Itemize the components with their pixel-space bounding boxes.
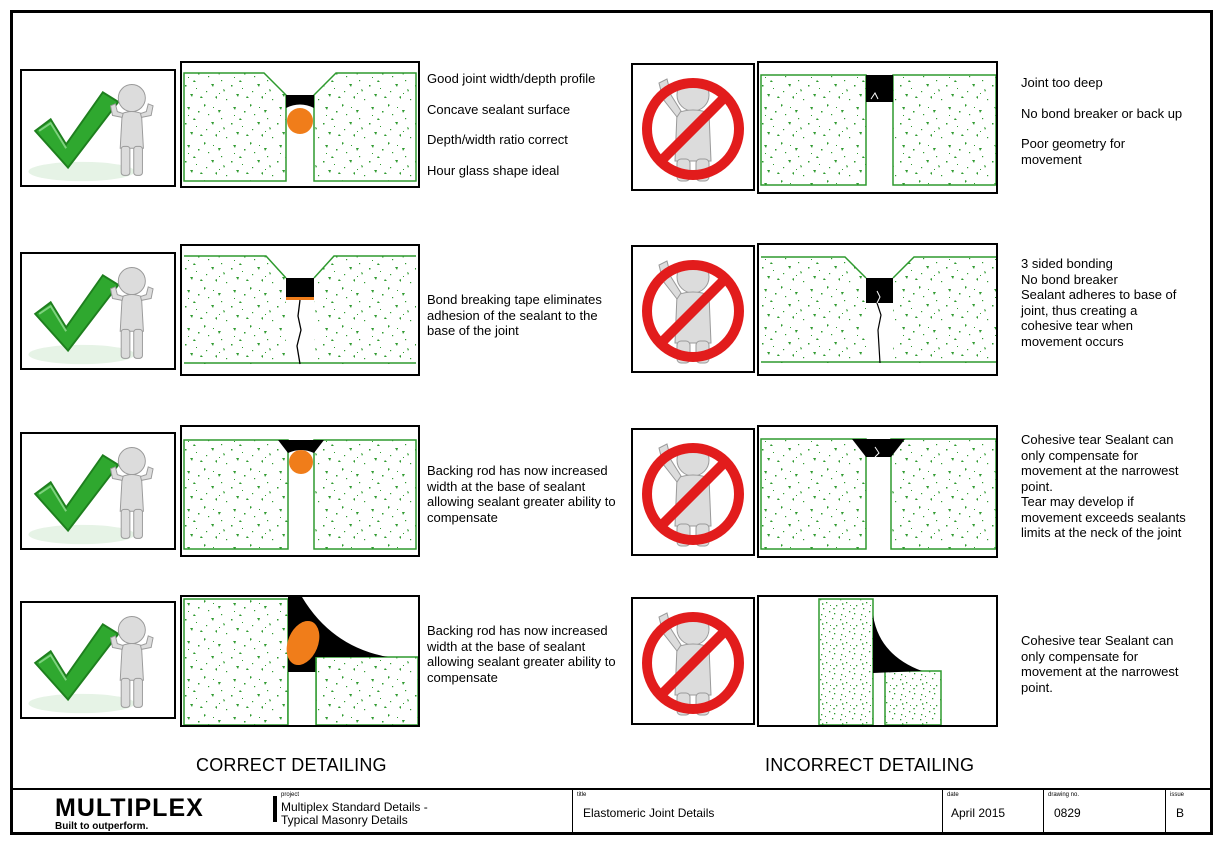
correct-joint-detail-2 bbox=[180, 244, 420, 376]
note-text: Sealant adheres to base of joint, thus c… bbox=[1021, 287, 1177, 349]
correct-notes-3: Backing rod has now increased width at t… bbox=[427, 463, 617, 525]
incorrect-icon-2 bbox=[631, 245, 755, 373]
correct-detailing-heading: CORRECT DETAILING bbox=[196, 755, 387, 775]
title-block: MULTIPLEX Built to outperform. project M… bbox=[10, 788, 1213, 835]
correct-icon-3 bbox=[20, 432, 176, 550]
note-text: No bond breaker bbox=[1021, 271, 1118, 287]
note-text: Poor geometry for movement bbox=[1021, 136, 1126, 167]
issue-value: B bbox=[1176, 806, 1185, 820]
note-text: Joint too deep bbox=[1021, 75, 1103, 90]
check-mark-person-thumbs-up-icon bbox=[27, 83, 155, 183]
drawing-number-cell: drawing no. 0829 bbox=[1043, 790, 1165, 835]
incorrect-joint-detail-1 bbox=[757, 61, 998, 194]
note-text: Good joint width/depth profile bbox=[427, 71, 596, 86]
correct-icon-2 bbox=[20, 252, 176, 370]
note-text: Hour glass shape ideal bbox=[427, 162, 560, 178]
note-text: Concave sealant surface bbox=[427, 101, 571, 117]
project-label: project bbox=[281, 792, 300, 798]
logo-tagline: Built to outperform. bbox=[55, 821, 149, 832]
check-mark-person-thumbs-up-icon bbox=[27, 266, 155, 366]
note-text: Backing rod has now increased width at t… bbox=[427, 623, 616, 685]
note-text: Backing rod has now increased width at t… bbox=[427, 463, 616, 525]
correct-joint-detail-4 bbox=[180, 595, 420, 727]
date-label: date bbox=[947, 792, 959, 798]
title-cell: title Elastomeric Joint Details bbox=[572, 790, 952, 835]
incorrect-icon-1 bbox=[631, 63, 755, 191]
correct-notes-2: Bond breaking tape eliminates adhesion o… bbox=[427, 292, 617, 339]
date-value: April 2015 bbox=[951, 806, 1006, 820]
incorrect-joint-detail-4 bbox=[757, 595, 998, 727]
joint-section-drawing bbox=[761, 256, 996, 364]
logo-divider bbox=[273, 796, 277, 822]
drawing-sheet bbox=[10, 10, 1213, 835]
incorrect-icon-3 bbox=[631, 428, 755, 556]
joint-section-drawing bbox=[183, 72, 417, 182]
drawing-number-value: 0829 bbox=[1054, 806, 1081, 820]
incorrect-joint-detail-3 bbox=[757, 425, 998, 558]
incorrect-detailing-heading: INCORRECT DETAILING bbox=[765, 755, 975, 775]
date-cell: date April 2015 bbox=[942, 790, 1043, 835]
project-line: Typical Masonry Details bbox=[281, 813, 408, 827]
check-mark-person-thumbs-up-icon bbox=[27, 615, 155, 715]
drawing-number-label: drawing no. bbox=[1048, 792, 1080, 798]
incorrect-notes-4: Cohesive tear Sealant can only compensat… bbox=[1021, 633, 1186, 695]
project-cell: project Multiplex Standard Details - Typ… bbox=[277, 790, 572, 835]
note-text: 3 sided bonding bbox=[1021, 256, 1113, 271]
prohibition-sign-person-icon bbox=[633, 247, 753, 371]
incorrect-notes-2: 3 sided bonding No bond breaker Sealant … bbox=[1021, 256, 1186, 349]
joint-section-drawing bbox=[184, 255, 416, 365]
prohibition-sign-person-icon bbox=[633, 430, 753, 554]
joint-section-drawing bbox=[760, 438, 996, 550]
joint-section-drawing bbox=[183, 439, 417, 550]
note-text: Cohesive tear Sealant can only compensat… bbox=[1021, 432, 1179, 494]
title-value: Elastomeric Joint Details bbox=[583, 806, 715, 820]
joint-section-drawing bbox=[818, 598, 942, 725]
title-label: title bbox=[577, 792, 587, 798]
incorrect-joint-detail-2 bbox=[757, 243, 998, 376]
project-line: Multiplex Standard Details - bbox=[281, 800, 428, 814]
joint-section-drawing bbox=[760, 74, 996, 186]
incorrect-notes-3: Cohesive tear Sealant can only compensat… bbox=[1021, 432, 1186, 541]
check-mark-person-thumbs-up-icon bbox=[27, 446, 155, 546]
correct-icon-4 bbox=[20, 601, 176, 719]
issue-label: issue bbox=[1170, 792, 1185, 798]
note-text: Tear may develop if movement exceeds sea… bbox=[1021, 494, 1186, 540]
note-text: Bond breaking tape eliminates adhesion o… bbox=[427, 292, 602, 338]
prohibition-sign-person-icon bbox=[633, 599, 753, 723]
joint-section-drawing bbox=[183, 597, 418, 725]
correct-notes-4: Backing rod has now increased width at t… bbox=[427, 623, 617, 685]
note-text: Depth/width ratio correct bbox=[427, 132, 568, 147]
note-text: Cohesive tear Sealant can only compensat… bbox=[1021, 633, 1179, 695]
project-value: Multiplex Standard Details - Typical Mas… bbox=[281, 801, 428, 827]
note-text: No bond breaker or back up bbox=[1021, 105, 1183, 121]
correct-joint-detail-3 bbox=[180, 425, 420, 557]
correct-notes-1: Good joint width/depth profile Concave s… bbox=[427, 71, 617, 178]
correct-icon-1 bbox=[20, 69, 176, 187]
multiplex-logo: MULTIPLEX Built to outperform. bbox=[55, 794, 204, 832]
incorrect-icon-4 bbox=[631, 597, 755, 725]
incorrect-notes-1: Joint too deep No bond breaker or back u… bbox=[1021, 75, 1186, 167]
prohibition-sign-person-icon bbox=[633, 65, 753, 189]
correct-joint-detail-1 bbox=[180, 61, 420, 188]
logo-wordmark: MULTIPLEX bbox=[55, 794, 204, 822]
issue-cell: issue B bbox=[1165, 790, 1211, 835]
